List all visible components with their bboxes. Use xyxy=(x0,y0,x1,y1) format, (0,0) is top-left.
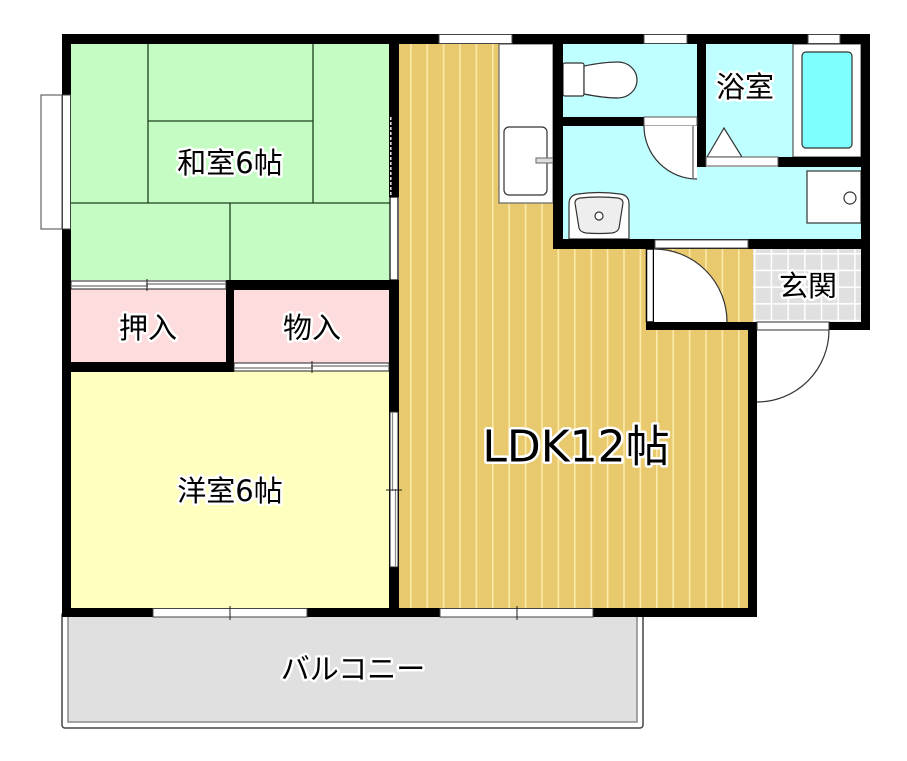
monoire-floor xyxy=(234,289,389,363)
window-washitsu-west xyxy=(40,94,63,230)
bathroom-folding-door xyxy=(705,156,779,167)
door-swing-arc xyxy=(653,248,728,323)
oshiire-floor xyxy=(71,289,226,362)
wall-washitsu-ldk xyxy=(389,44,399,115)
wall-right xyxy=(861,34,870,330)
window-toilet xyxy=(643,34,688,44)
toilet-tank-icon xyxy=(562,62,585,97)
kitchen-counter xyxy=(498,43,554,204)
youshitsu-floor xyxy=(71,371,389,608)
drain-icon xyxy=(594,211,604,221)
washroom-door xyxy=(654,239,749,249)
washing-machine-space xyxy=(806,170,862,224)
wall-toilet-washroom xyxy=(563,117,644,126)
door-swing-arc xyxy=(643,125,698,180)
bathtub xyxy=(792,43,862,158)
bathtub-basin-icon xyxy=(801,51,853,149)
door-swing-arc xyxy=(756,329,830,403)
label-balcony: バルコニー xyxy=(281,652,425,686)
wall-bath-washroom xyxy=(778,157,861,167)
door-opening xyxy=(756,321,830,331)
label-oshiire: 押入 xyxy=(119,311,177,345)
label-genkan: 玄関 xyxy=(779,269,837,303)
wall-closet-divider xyxy=(226,280,234,372)
sliding-door-monoire xyxy=(233,361,390,373)
door-opening xyxy=(643,116,698,127)
label-washitsu: 和室6帖 xyxy=(177,146,282,180)
wall-monoire-north xyxy=(226,280,399,290)
wall-ldk-east xyxy=(748,322,757,617)
balcony xyxy=(61,611,644,729)
sliding-door-oshiire xyxy=(70,279,227,291)
wall-oshiire-south xyxy=(62,362,234,372)
window-washitsu-sash xyxy=(62,94,71,230)
window-ldk-north xyxy=(438,34,513,44)
balcony-floor xyxy=(67,611,638,723)
toilet-fixture xyxy=(562,61,638,99)
tatami-lines xyxy=(71,44,390,280)
wall-kitchen-toilet xyxy=(553,44,563,249)
door-leaf xyxy=(645,248,655,323)
toilet-bowl-icon xyxy=(583,61,638,99)
washbasin xyxy=(568,191,630,240)
faucet-icon xyxy=(535,157,554,164)
window-bathroom xyxy=(807,34,841,44)
label-ldk: LDK12帖 xyxy=(482,422,669,473)
hall-door xyxy=(645,248,728,323)
fusuma-panel xyxy=(389,196,399,281)
wall-left xyxy=(62,34,71,617)
door-swing-area xyxy=(644,126,697,179)
toilet-door xyxy=(643,116,698,180)
windows xyxy=(40,34,841,620)
washroom-floor xyxy=(563,126,861,239)
genkan-floor xyxy=(753,249,861,322)
label-bathroom: 浴室 xyxy=(716,70,774,104)
door-swing-area xyxy=(654,249,727,322)
label-monoire: 物入 xyxy=(283,311,341,345)
sliding-door-youshitsu-ldk xyxy=(386,411,402,568)
wall-toilet-bath xyxy=(697,44,706,167)
entrance-door xyxy=(756,321,830,403)
door-opening xyxy=(654,239,749,249)
sliding-door-frame xyxy=(70,280,227,290)
label-youshitsu: 洋室6帖 xyxy=(177,474,282,508)
washer-drain-icon xyxy=(843,191,857,205)
fusuma-washitsu-ldk xyxy=(389,115,399,281)
wall-bottom xyxy=(62,608,757,617)
fusuma-panel xyxy=(389,115,399,197)
ldk-floor xyxy=(399,44,753,608)
